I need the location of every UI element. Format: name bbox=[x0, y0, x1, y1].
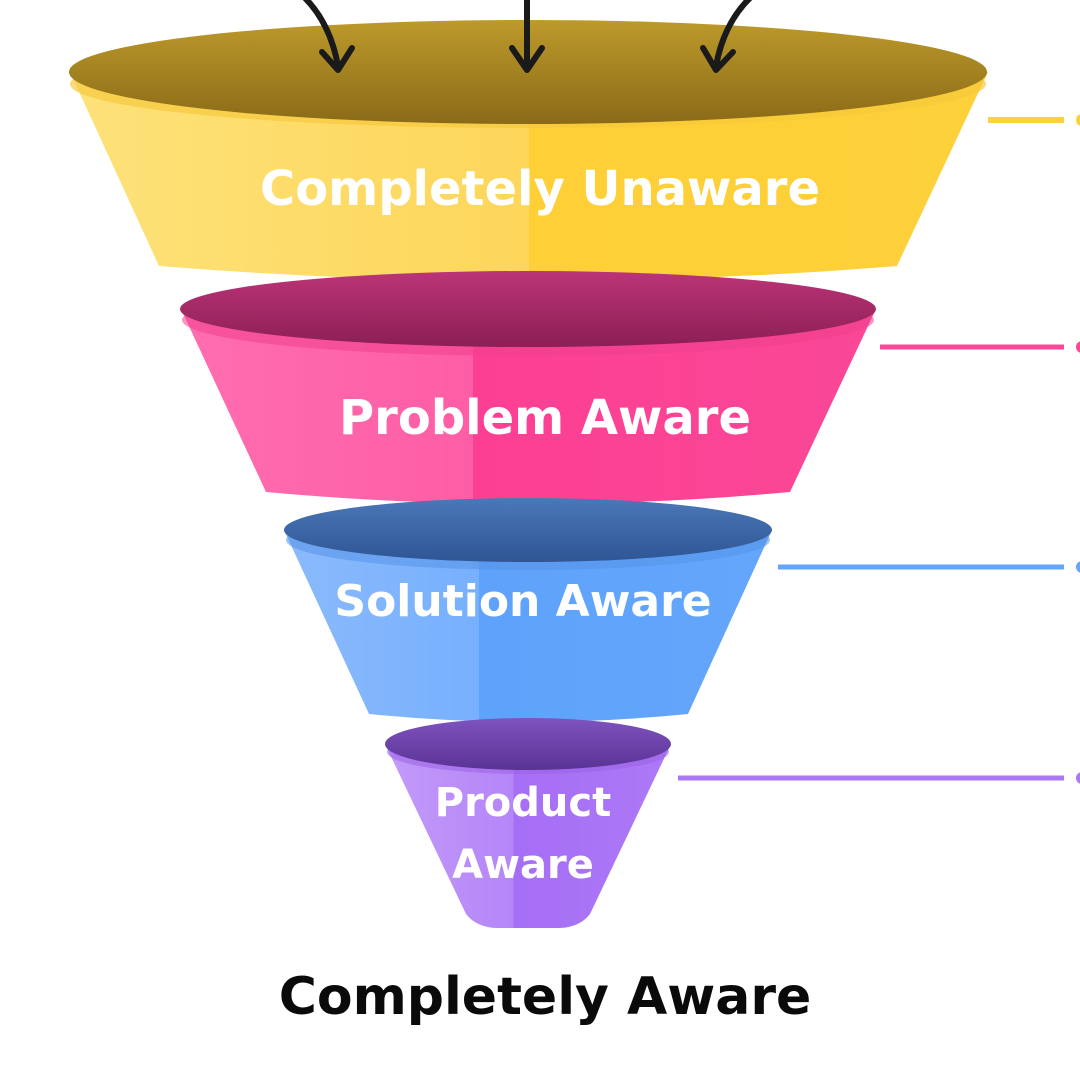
completely-aware-label: Completely Aware bbox=[279, 967, 812, 1027]
funnel-rim-stage-3 bbox=[284, 498, 772, 562]
funnel-rim-stage-4 bbox=[385, 718, 671, 770]
stage-label-solution-aware: Solution Aware bbox=[334, 576, 711, 627]
funnel-rim-stage-2 bbox=[180, 271, 876, 347]
stage-label-problem-aware: Problem Aware bbox=[339, 390, 751, 446]
incoming-arrows bbox=[302, 0, 753, 73]
funnel-stage-problem-aware: Problem Aware bbox=[180, 271, 876, 504]
funnel-body-stage-3 bbox=[284, 530, 772, 722]
funnel-body-stage-4 bbox=[385, 744, 671, 928]
connector-dot-stage-2 bbox=[1076, 341, 1080, 353]
funnel-body-stage-1 bbox=[70, 72, 988, 281]
connector-dot-stage-1 bbox=[1076, 114, 1080, 126]
arrow-down-icon bbox=[509, 0, 545, 73]
funnel-stage-product-aware: Product Aware bbox=[385, 718, 671, 928]
funnel-body-stage-2 bbox=[181, 309, 876, 504]
connector-dot-stage-3 bbox=[1076, 561, 1080, 573]
stage-label-product-aware-line-2: Aware bbox=[452, 842, 594, 888]
funnel-stage-completely-unaware: Completely Unaware bbox=[69, 20, 988, 281]
arrow-down-icon bbox=[700, 0, 753, 73]
funnel-stage-solution-aware: Solution Aware bbox=[284, 498, 772, 722]
stage-label-completely-unaware: Completely Unaware bbox=[260, 161, 820, 217]
arrow-down-icon bbox=[302, 0, 355, 73]
connector-dot-stage-4 bbox=[1076, 772, 1080, 784]
stage-label-product-aware-line-1: Product bbox=[435, 780, 611, 826]
connector-lines bbox=[678, 114, 1080, 784]
